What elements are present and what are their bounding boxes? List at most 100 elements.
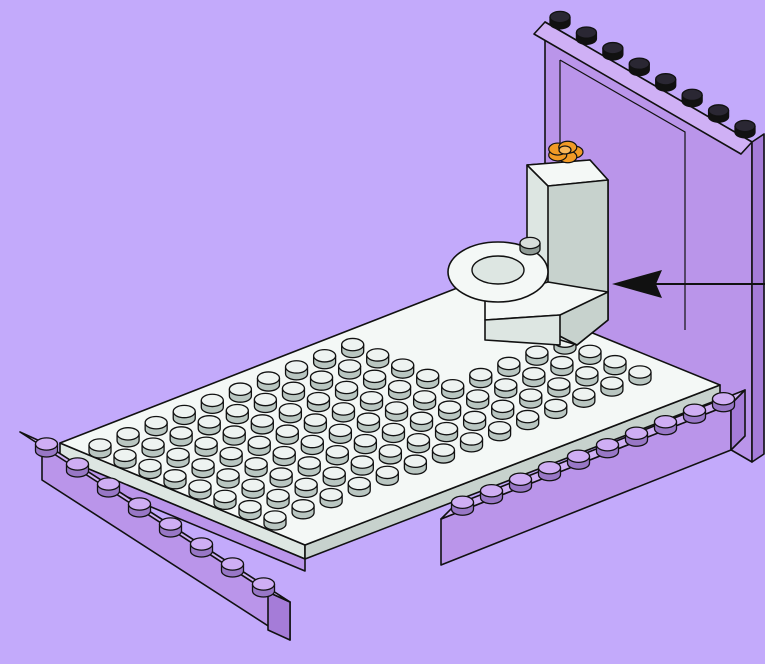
toilet-flush-knob-top xyxy=(520,237,540,248)
plate-stud xyxy=(223,426,245,445)
plate-stud xyxy=(292,500,314,519)
plate-stud xyxy=(89,439,111,458)
plate-stud xyxy=(214,490,236,509)
plate-stud-top xyxy=(114,449,136,461)
front-brick-stud xyxy=(191,538,213,557)
plate-stud xyxy=(367,349,389,368)
right-brick-stud-top xyxy=(539,462,561,474)
plate-stud-top xyxy=(348,477,370,489)
plate-stud-top xyxy=(245,458,267,470)
plate-stud-top xyxy=(248,436,270,448)
plate-stud xyxy=(229,383,251,402)
plate-stud-top xyxy=(332,403,354,415)
plate-stud-top xyxy=(267,489,289,501)
plate-stud xyxy=(442,380,464,399)
wall-stud-top xyxy=(550,11,570,22)
plate-stud-top xyxy=(382,423,404,435)
plate-stud-top xyxy=(495,379,517,391)
plate-stud xyxy=(282,382,304,401)
wall-stud-top xyxy=(735,120,755,131)
plate-stud-top xyxy=(251,415,273,427)
plate-stud xyxy=(361,392,383,411)
plate-stud xyxy=(117,428,139,447)
plate-stud xyxy=(470,368,492,387)
toilet-flush-knob xyxy=(520,237,540,254)
plate-stud xyxy=(273,447,295,466)
plate-stud xyxy=(579,345,601,364)
front-brick-stud-top xyxy=(36,438,58,450)
right-brick-stud xyxy=(539,462,561,481)
plate-stud-top xyxy=(201,394,223,406)
plate-stud-top xyxy=(364,370,386,382)
front-brick-stud xyxy=(36,438,58,457)
right-brick-stud-top xyxy=(655,416,677,428)
plate-stud-top xyxy=(376,466,398,478)
plate-stud-top xyxy=(339,360,361,372)
plate-stud xyxy=(404,455,426,474)
plate-stud-top xyxy=(295,478,317,490)
plate-stud xyxy=(270,468,292,487)
plate-stud xyxy=(576,367,598,386)
plate-stud xyxy=(332,403,354,422)
plate-stud-top xyxy=(392,359,414,371)
plate-stud xyxy=(629,366,651,385)
plate-stud-top xyxy=(142,438,164,450)
plate-stud xyxy=(520,389,542,408)
wall-side-edge xyxy=(752,134,764,462)
plate-stud xyxy=(139,459,161,478)
plate-stud xyxy=(495,379,517,398)
plate-stud xyxy=(467,390,489,409)
plate-stud xyxy=(551,356,573,375)
plate-stud-top xyxy=(167,448,189,460)
plate-stud xyxy=(526,346,548,365)
plate-stud-top xyxy=(145,417,167,429)
wall-stud xyxy=(629,58,649,75)
plate-stud-top xyxy=(520,389,542,401)
plate-stud xyxy=(286,361,308,380)
right-brick-stud xyxy=(655,416,677,435)
plate-stud-top xyxy=(257,372,279,384)
plate-stud xyxy=(357,413,379,432)
plate-stud-top xyxy=(489,422,511,434)
plate-stud xyxy=(145,417,167,436)
plate-stud xyxy=(217,469,239,488)
plate-stud xyxy=(336,381,358,400)
plate-stud-top xyxy=(307,392,329,404)
plate-stud-top xyxy=(576,367,598,379)
wall-stud xyxy=(735,120,755,137)
plate-stud xyxy=(254,393,276,412)
plate-stud xyxy=(342,338,364,357)
plate-stud xyxy=(195,437,217,456)
plate-stud xyxy=(386,402,408,421)
front-brick-stud-top xyxy=(67,458,89,470)
plate-stud-top xyxy=(404,455,426,467)
toilet-base-front xyxy=(485,315,560,345)
right-brick-stud-top xyxy=(597,439,619,451)
right-brick-stud-top xyxy=(626,427,648,439)
right-brick-stud-top xyxy=(510,473,532,485)
plate-stud xyxy=(114,449,136,468)
wall-stud xyxy=(576,27,596,44)
plate-stud xyxy=(198,416,220,435)
front-brick-stud xyxy=(222,558,244,577)
right-brick-stud xyxy=(713,393,735,412)
plate-stud xyxy=(320,489,342,508)
plate-stud-top xyxy=(492,400,514,412)
right-brick-stud-top xyxy=(481,485,503,497)
plate-stud xyxy=(601,377,623,396)
wall-stud-top xyxy=(629,58,649,69)
plate-stud xyxy=(245,458,267,477)
plate-stud xyxy=(329,424,351,443)
right-brick-stud-top xyxy=(713,393,735,405)
plate-stud xyxy=(548,378,570,397)
plate-stud-top xyxy=(439,401,461,413)
plate-stud xyxy=(279,404,301,423)
plate-stud-top xyxy=(351,456,373,468)
plate-stud xyxy=(311,371,333,390)
plate-stud-top xyxy=(254,393,276,405)
plate-stud-top xyxy=(517,410,539,422)
plate-stud xyxy=(492,400,514,419)
front-brick-stud xyxy=(129,498,151,517)
plate-stud xyxy=(364,370,386,389)
